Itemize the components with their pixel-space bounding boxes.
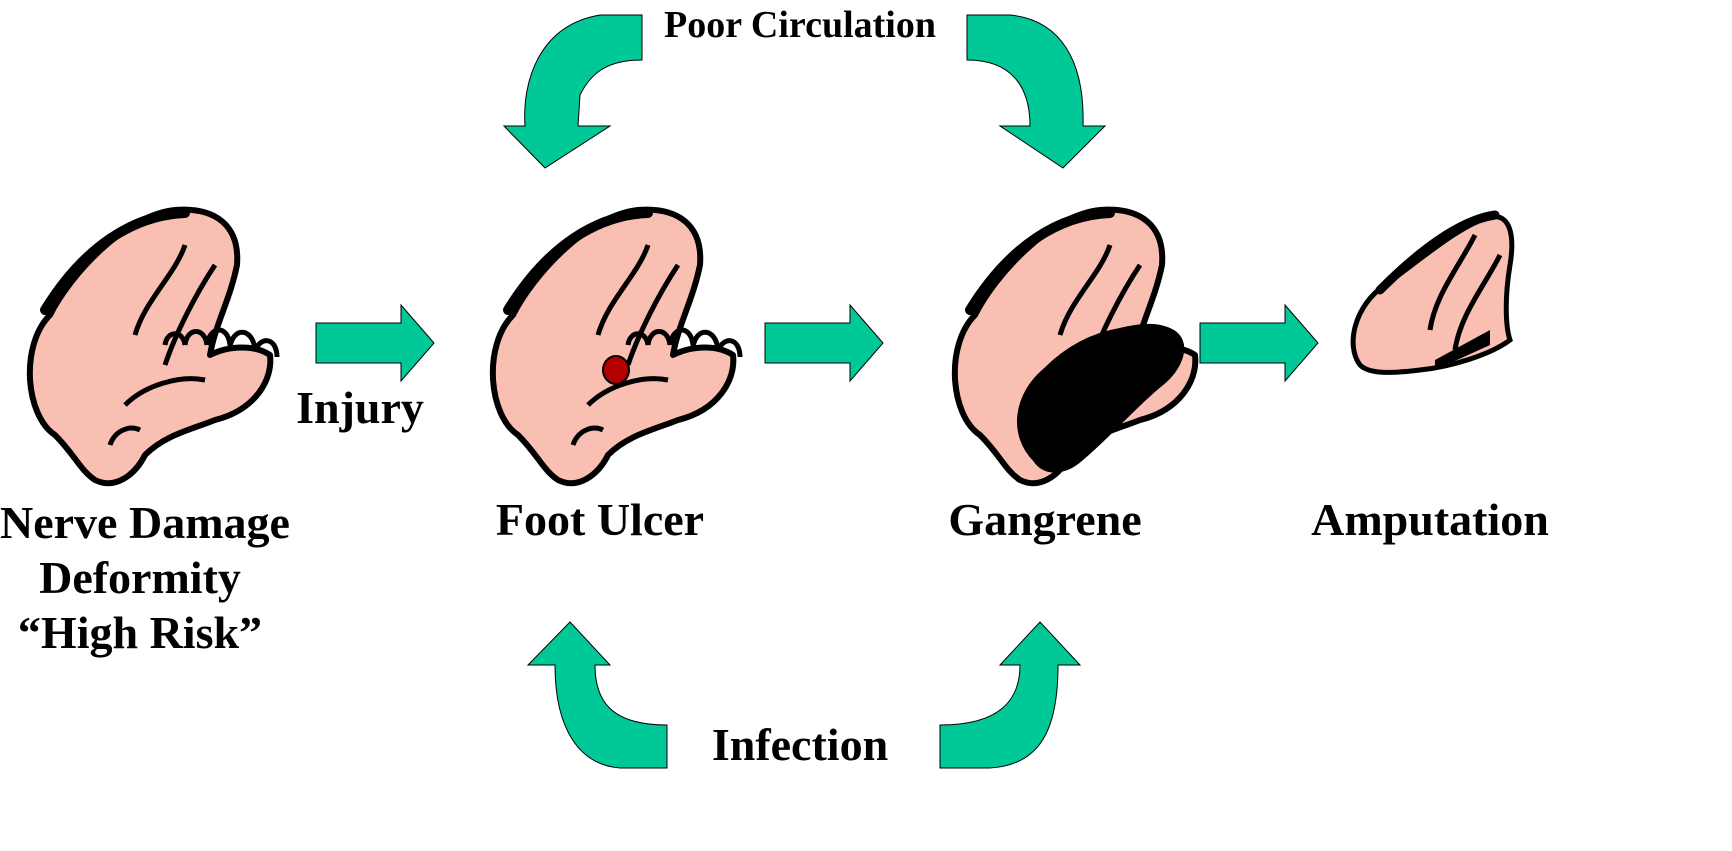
stage-label-line: Deformity [0,550,280,605]
arrow-nerve-to-ulcer [316,305,434,381]
poor-circulation-arrow-right [967,15,1105,168]
infection-arrow-right [940,622,1080,768]
foot-gangrene-icon [955,210,1195,484]
poor-circulation-arrow-left [504,15,642,168]
foot-icon [30,210,277,484]
stage-nerve-damage-label: Nerve Damage Deformity “High Risk” [0,495,280,660]
amputated-foot-icon [1353,215,1512,372]
stage-amputation-label: Amputation [1300,497,1560,543]
injury-label: Injury [290,385,430,431]
poor-circulation-label: Poor Circulation [660,6,940,44]
infection-arrow-left [528,622,667,768]
stage-label-line: “High Risk” [0,605,280,660]
arrow-gangrene-to-amputation [1200,305,1318,381]
stage-gangrene-label: Gangrene [930,497,1160,543]
stage-label-line: Nerve Damage [0,495,280,550]
arrow-ulcer-to-gangrene [765,305,883,381]
stage-foot-ulcer-label: Foot Ulcer [480,497,720,543]
foot-ulcer-icon [493,210,740,484]
infection-label: Infection [690,722,910,768]
